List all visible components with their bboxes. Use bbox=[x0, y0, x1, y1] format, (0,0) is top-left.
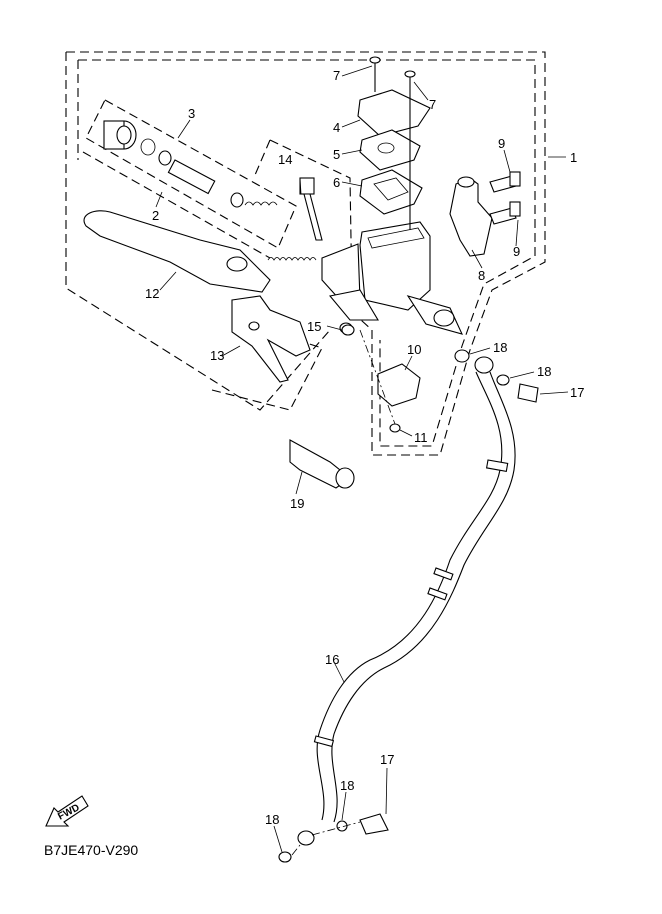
callout-13: 13 bbox=[210, 348, 224, 363]
callout-2: 2 bbox=[152, 208, 159, 223]
callout-10: 10 bbox=[407, 342, 421, 357]
master-cylinder-body bbox=[321, 221, 463, 335]
callout-7-lower: 7 bbox=[429, 97, 436, 112]
bolt-14 bbox=[299, 177, 323, 241]
holder-and-bolts bbox=[449, 171, 521, 257]
callout-14: 14 bbox=[278, 152, 292, 167]
callout-19: 19 bbox=[290, 496, 304, 511]
assembly-boundary bbox=[65, 51, 546, 456]
callout-12: 12 bbox=[145, 286, 159, 301]
callout-1: 1 bbox=[570, 150, 577, 165]
callout-7-upper: 7 bbox=[333, 68, 340, 83]
callout-9-upper: 9 bbox=[498, 136, 505, 151]
callout-9-lower: 9 bbox=[513, 244, 520, 259]
callout-17-upper: 17 bbox=[570, 385, 584, 400]
callout-18-a: 18 bbox=[493, 340, 507, 355]
leader-lines bbox=[155, 65, 569, 853]
lever-holder bbox=[231, 295, 311, 383]
callout-4: 4 bbox=[333, 120, 340, 135]
callout-17-lower: 17 bbox=[380, 752, 394, 767]
callout-6: 6 bbox=[333, 175, 340, 190]
callout-labels: 1 2 3 4 5 6 7 7 8 9 9 10 11 12 13 14 15 … bbox=[145, 68, 584, 827]
union-fittings bbox=[278, 349, 539, 863]
switch-assembly bbox=[359, 329, 421, 433]
brake-hose bbox=[297, 356, 516, 846]
drawing-code: B7JE470-V290 bbox=[44, 842, 139, 858]
forward-direction-badge: FWD bbox=[45, 795, 89, 827]
callout-18-d: 18 bbox=[265, 812, 279, 827]
fwd-label: FWD bbox=[56, 802, 81, 822]
callout-18-c: 18 bbox=[340, 778, 354, 793]
reservoir-cap-stack bbox=[357, 56, 431, 230]
callout-15: 15 bbox=[307, 319, 321, 334]
kit-parts bbox=[103, 120, 278, 208]
callout-16: 16 bbox=[325, 652, 339, 667]
hose-clamp bbox=[289, 439, 355, 489]
brake-lever bbox=[83, 210, 317, 293]
callout-8: 8 bbox=[478, 268, 485, 283]
nut-15 bbox=[341, 324, 355, 336]
callout-18-b: 18 bbox=[537, 364, 551, 379]
callout-11: 11 bbox=[414, 430, 428, 445]
callout-3: 3 bbox=[188, 106, 195, 121]
callout-5: 5 bbox=[333, 147, 340, 162]
